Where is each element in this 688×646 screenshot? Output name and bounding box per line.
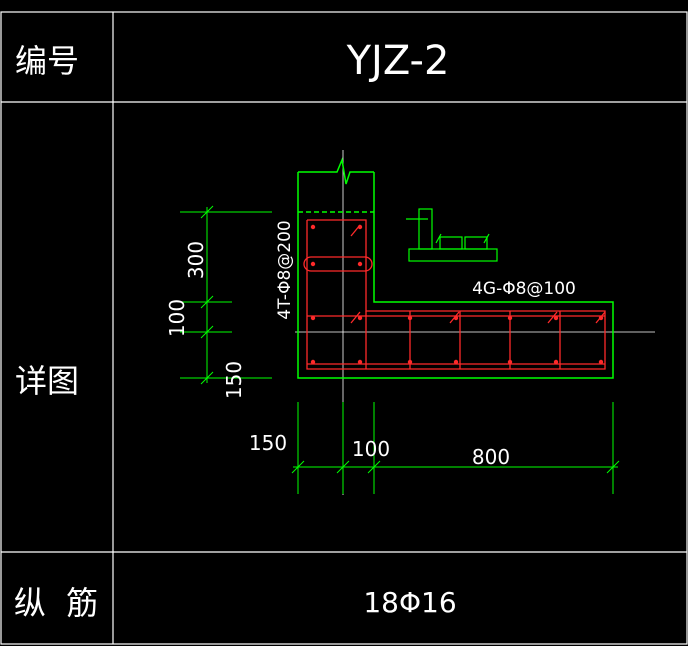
dim-label-100-vertical: 100 [165,299,189,337]
horizontal-stirrup-annotation: 4G-Φ8@100 [472,279,576,299]
stirrup-hook [350,311,361,324]
dim-tick [200,371,214,385]
table-grid [0,11,688,645]
rebar-dot [553,359,559,365]
rebar-dot [453,315,459,321]
dim-tick [200,205,214,219]
rebar-dot [310,359,316,365]
dimension-lines [180,205,620,494]
rebar-dot [507,315,513,321]
stirrup-shape-box [439,236,463,250]
rebar-dot [598,315,604,321]
table-border [0,11,688,645]
row-label-detail: 详图 [15,362,79,400]
component-id: YJZ-2 [346,38,450,84]
rebar-dot [357,359,363,365]
longitudinal-bars [310,224,604,365]
dim-label-800: 800 [472,445,510,469]
stirrup-hook [547,311,558,324]
stirrup-shape-box [464,236,488,250]
row-label-longitudinal-rebar: 纵 筋 [14,584,98,622]
rebar-dot [310,224,316,230]
stirrup-shape-hook [483,233,490,244]
stirrup-shape-hook [435,233,442,244]
break-line [298,157,374,185]
dim-tick [367,460,381,474]
row-label-number: 编号 [15,42,79,80]
rebar-dot [453,359,459,365]
tie-loop [303,256,373,272]
dim-tick [200,295,214,309]
stirrup-shape-base [408,248,498,262]
rebar-dot [310,315,316,321]
longitudinal-rebar-spec: 18Φ16 [363,586,456,619]
dim-tick [291,460,305,474]
vertical-stirrup-annotation: 4T-Φ8@200 [275,220,295,319]
rebar-dot [357,315,363,321]
dim-label-300: 300 [184,241,208,279]
rebar-dot [357,261,363,267]
dim-tick [336,460,350,474]
rebar-dot [507,359,513,365]
rebar-dot [407,315,413,321]
rebar-dot [598,359,604,365]
dim-tick [200,325,214,339]
dim-label-100-horizontal: 100 [352,437,390,461]
rebar-dot [407,359,413,365]
dim-label-150-vertical: 150 [222,361,246,399]
outer-stirrup [306,219,606,370]
stirrup-shape-detail [406,208,498,262]
stirrup-shape-vertical [418,208,433,250]
column-section-outline [297,172,614,379]
concrete-outline [297,157,614,379]
dim-tick [606,460,620,474]
dim-label-150-horizontal: 150 [249,431,287,455]
rebar-dot [553,315,559,321]
rebar-dot [310,261,316,267]
centerlines [295,150,655,495]
rebar-dot [357,224,363,230]
